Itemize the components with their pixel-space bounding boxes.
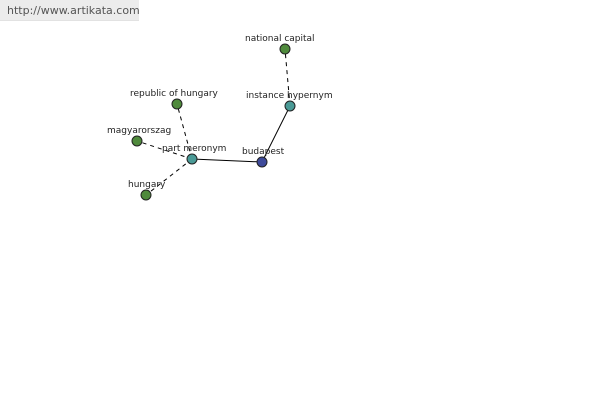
node-part-meronym[interactable] — [186, 153, 198, 165]
edge-instance-hypernym-national-capital — [284, 48, 291, 107]
label-budapest: budapest — [242, 147, 285, 157]
site-url[interactable]: http://www.artikata.com — [7, 4, 140, 17]
edge-part-meronym-magyarorszag — [136, 140, 193, 160]
node-magyarorszag[interactable] — [131, 135, 143, 147]
edge-part-meronym-republic-of-hungary — [176, 103, 193, 160]
nodes-layer — [131, 43, 296, 201]
labels-layer: budapest instance hypernym national capita… — [107, 34, 333, 190]
node-republic-of-hungary[interactable] — [171, 98, 183, 110]
node-hungary[interactable] — [140, 189, 152, 201]
label-hungary: hungary — [128, 180, 166, 190]
edge-budapest-part-meronym — [191, 158, 263, 163]
edge-budapest-instance-hypernym — [261, 105, 291, 163]
label-part-meronym: part meronym — [162, 144, 226, 154]
edge-part-meronym-hungary — [145, 158, 193, 196]
label-instance-hypernym: instance hypernym — [246, 91, 333, 101]
node-budapest[interactable] — [256, 156, 268, 168]
edges-layer — [136, 48, 291, 196]
node-instance-hypernym[interactable] — [284, 100, 296, 112]
label-national-capital: national capital — [245, 34, 315, 44]
label-republic-of-hungary: republic of hungary — [130, 89, 219, 99]
node-national-capital[interactable] — [279, 43, 291, 55]
label-magyarorszag: magyarorszag — [107, 126, 171, 136]
url-banner: http://www.artikata.com — [0, 0, 140, 21]
